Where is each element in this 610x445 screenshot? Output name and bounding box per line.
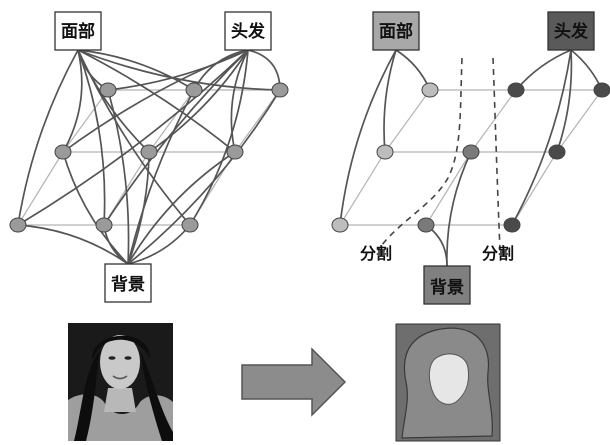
portrait-photo <box>68 323 173 441</box>
left-hair-label: 头发 <box>231 21 266 42</box>
left-pixel-node <box>99 82 117 98</box>
left-pixel-nodes <box>9 82 289 233</box>
face-terminal-edge <box>17 49 79 226</box>
background-terminal-edge <box>127 151 150 265</box>
hair-terminal-edge <box>515 49 572 91</box>
left-pixel-node <box>9 217 27 233</box>
left-pixel-node <box>271 82 289 98</box>
cut-label-right: 分割 <box>482 244 514 263</box>
face-terminal-edge <box>339 49 397 226</box>
left-pixel-node <box>95 217 113 233</box>
right-background-label: 背景 <box>430 277 464 298</box>
cut-line-left <box>377 57 463 251</box>
cut-line-right <box>492 57 501 251</box>
right-pixel-node <box>421 82 439 98</box>
cut-graph: 分割 分割 面部 头发 背景 <box>331 11 610 305</box>
right-lattice-edge <box>470 89 517 153</box>
full-graph: 面部 头发 背景 <box>9 11 289 303</box>
hair-terminal-edge <box>17 49 249 226</box>
right-background-terminal: 背景 <box>423 265 471 305</box>
face-terminal-edge <box>77 49 150 153</box>
left-background-terminal: 背景 <box>104 263 152 303</box>
hair-terminal-edge <box>511 49 572 226</box>
left-lattice-edge <box>234 89 281 153</box>
face-terminal-edge <box>62 49 83 153</box>
right-lattice-edge <box>384 89 431 153</box>
right-hair-label: 头发 <box>554 21 589 42</box>
right-pixel-nodes <box>331 82 610 233</box>
left-pixel-node <box>226 144 244 160</box>
background-terminal-edge <box>62 151 129 265</box>
face-terminal-edge <box>77 49 191 226</box>
face-terminal-edge <box>77 49 281 91</box>
right-pixel-node <box>507 82 525 98</box>
right-pixel-node <box>417 217 435 233</box>
face-terminal-edge <box>77 49 195 91</box>
left-hair-terminal: 头发 <box>224 11 272 51</box>
right-hair-terminal: 头发 <box>547 11 595 51</box>
hair-terminal-edge <box>230 49 249 153</box>
left-pixel-node <box>54 144 72 160</box>
background-terminal-edge <box>127 151 236 265</box>
left-pixel-node <box>140 144 158 160</box>
left-pixel-node <box>185 82 203 98</box>
background-terminal-edge <box>127 89 281 265</box>
right-pixel-node <box>331 217 349 233</box>
segmented-face-region <box>428 353 469 405</box>
right-lattice-edge <box>425 151 472 226</box>
right-lattice-edge <box>511 151 558 226</box>
hair-terminal-edge <box>148 49 249 153</box>
right-pixel-node <box>548 144 566 160</box>
face-terminal-edge <box>77 49 106 226</box>
segmentation-result <box>395 323 501 442</box>
left-face-terminal: 面部 <box>54 11 102 51</box>
right-lattice-edge <box>339 151 386 226</box>
right-lattice-edges <box>339 89 603 226</box>
left-face-label: 面部 <box>61 21 95 42</box>
right-pixel-node <box>462 144 480 160</box>
background-terminal-edge <box>446 151 472 267</box>
cut-label-left: 分割 <box>360 244 392 263</box>
background-terminal-edge <box>127 89 195 265</box>
face-terminal-edge <box>77 49 236 153</box>
left-background-label: 背景 <box>111 274 145 295</box>
right-pixel-node <box>593 82 610 98</box>
face-terminal-edge <box>383 49 397 153</box>
background-terminal-edge <box>17 224 129 265</box>
left-lattice-edge <box>17 151 64 226</box>
hair-terminal-edge <box>556 49 573 153</box>
left-pixel-node <box>181 217 199 233</box>
hair-terminal-edge <box>62 49 249 153</box>
right-face-terminal: 面部 <box>372 11 420 51</box>
left-lattice-edge <box>62 89 109 153</box>
hair-terminal-edge <box>103 49 249 226</box>
background-terminal-edge <box>107 89 130 265</box>
right-pixel-node <box>503 217 521 233</box>
left-lattice-edge <box>148 89 195 153</box>
right-lattice-edge <box>556 89 603 153</box>
right-pixel-node <box>376 144 394 160</box>
hair-terminal-edge <box>189 49 249 226</box>
right-face-label: 面部 <box>379 21 413 42</box>
right-arrow-icon <box>241 347 347 417</box>
